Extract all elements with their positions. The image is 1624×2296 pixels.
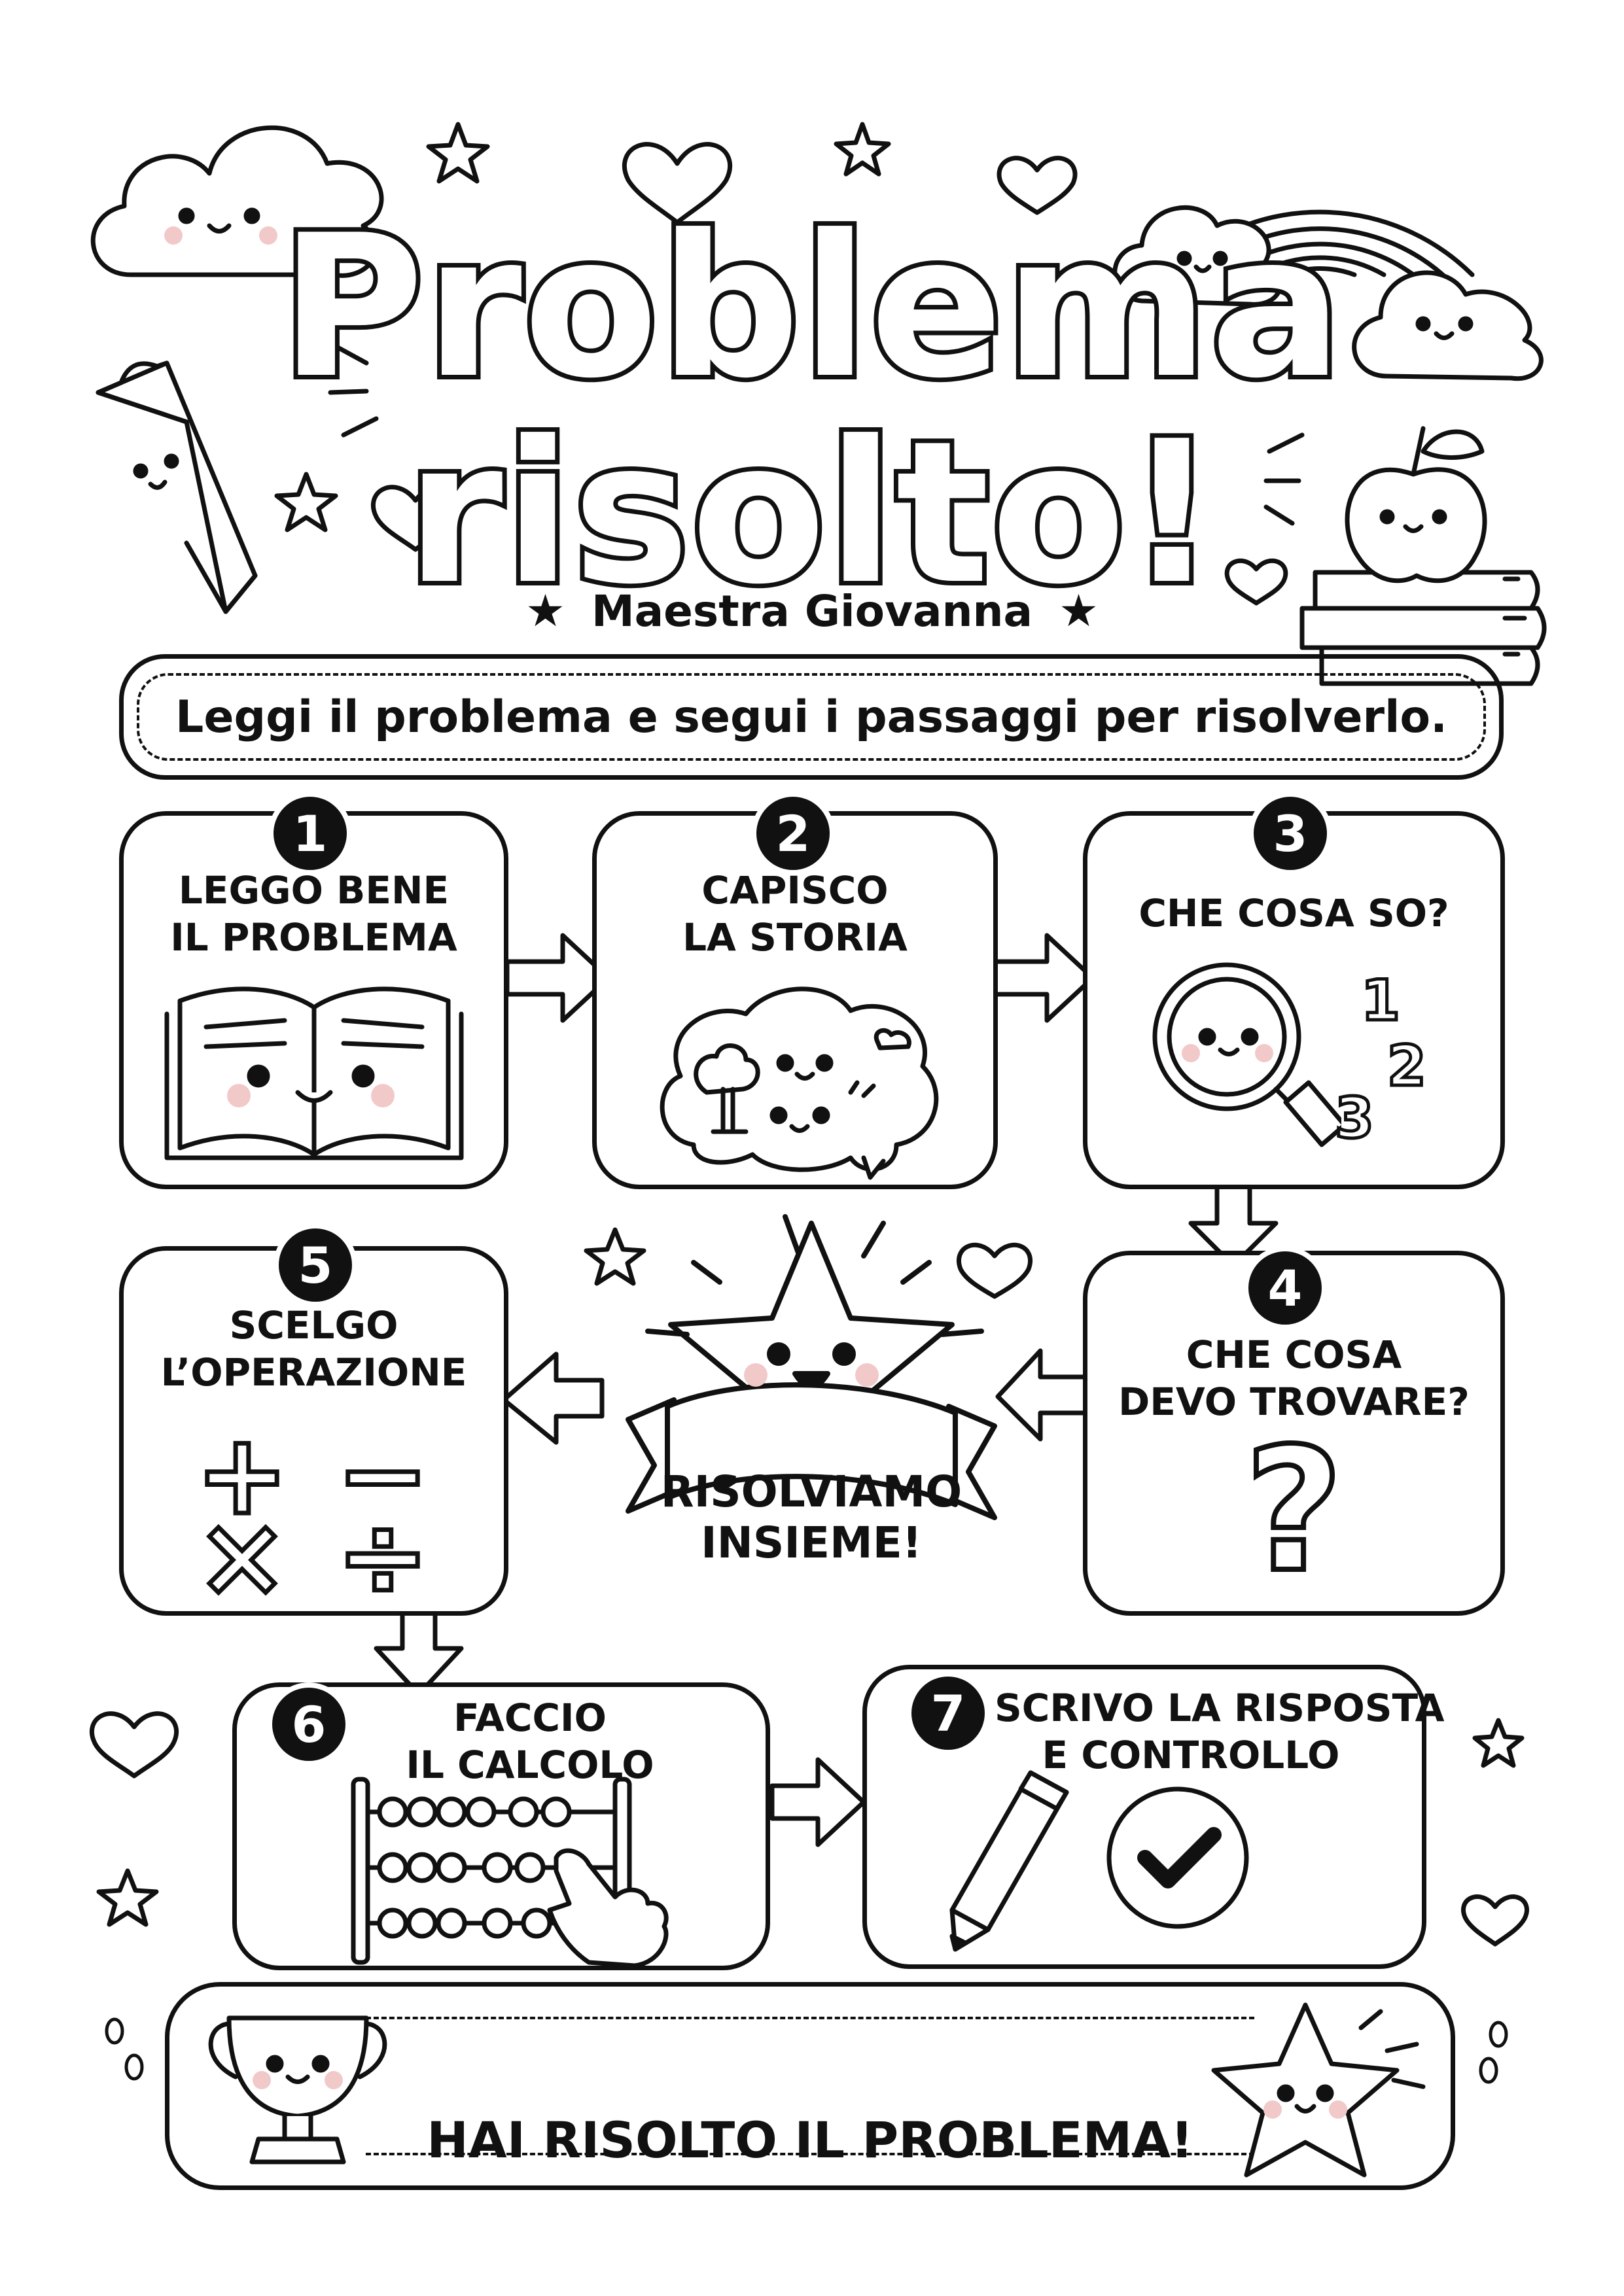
heart-icon — [957, 1242, 1033, 1299]
arrow-left-icon — [501, 1351, 605, 1445]
step-3-label: CHE COSA SO? — [1139, 891, 1449, 935]
smiling-star-icon — [1211, 2002, 1426, 2178]
step-4-label: CHE COSA DEVO TROVARE? — [1118, 1332, 1470, 1424]
instruction-banner: Leggi il problema e segui i passaggi per… — [119, 654, 1504, 780]
known-number-2: 2 — [1386, 1032, 1428, 1101]
step-4-number: 4 — [1243, 1246, 1327, 1330]
arrow-left-icon — [995, 1348, 1089, 1442]
star-mascot-icon — [626, 1214, 997, 1520]
star-icon — [96, 1868, 159, 1927]
step-2-label: CAPISCO LA STORIA — [682, 868, 908, 960]
arrow-down-icon — [374, 1607, 464, 1697]
pencil-icon — [96, 360, 258, 614]
step-1-number: 1 — [268, 791, 352, 875]
star-icon — [834, 122, 891, 177]
cloud-icon — [1112, 205, 1283, 307]
plus-icon: + — [193, 1410, 291, 1540]
magnifying-glass-icon — [1152, 962, 1341, 1147]
step-6-label: FACCIO IL CALCOLO — [406, 1696, 654, 1787]
instruction-text: Leggi il problema e segui i passaggi per… — [175, 691, 1447, 743]
star-icon — [274, 472, 338, 532]
arrow-right-icon — [992, 933, 1095, 1023]
author-line: ★ Maestra Giovanna ★ — [0, 585, 1624, 637]
times-icon: × — [193, 1492, 291, 1622]
heart-icon — [997, 156, 1078, 215]
thought-cloud-icon — [660, 986, 939, 1180]
heart-icon — [1461, 1894, 1529, 1947]
cloud-icon — [1352, 270, 1544, 381]
apple-icon — [1345, 426, 1487, 583]
title-line-1: Problema — [275, 193, 1347, 421]
cloud-icon — [90, 125, 384, 278]
star-icon: ★ — [525, 585, 565, 637]
step-7-label: SCRIVO LA RISPOSTA E CONTROLLO — [995, 1686, 1445, 1777]
final-banner: HAI RISOLTO IL PROBLEMA! — [165, 1982, 1455, 2190]
step-5-card — [119, 1246, 508, 1616]
step-6-number: 6 — [267, 1682, 351, 1766]
trophy-icon — [208, 2015, 387, 2165]
heart-icon — [89, 1711, 179, 1779]
step-2-number: 2 — [751, 791, 835, 875]
star-icon — [1472, 1718, 1525, 1768]
arrow-right-icon — [504, 933, 611, 1023]
minus-icon: − — [334, 1410, 431, 1540]
center-banner-text: RISOLVIAMO INSIEME! — [660, 1467, 962, 1568]
open-book-icon — [164, 986, 464, 1160]
step-3-number: 3 — [1248, 791, 1332, 875]
known-number-1: 1 — [1360, 967, 1402, 1035]
step-1-label: LEGGO BENE IL PROBLEMA — [170, 868, 457, 960]
step-7-number: 7 — [906, 1671, 990, 1755]
author-name: Maestra Giovanna — [591, 586, 1033, 636]
star-icon: ★ — [1059, 585, 1099, 637]
pencil-and-check-icon — [949, 1770, 1249, 1952]
heart-icon — [370, 485, 461, 552]
title-line-2: risolto! — [402, 399, 1222, 627]
known-number-3: 3 — [1333, 1085, 1376, 1153]
checkmark-icon — [1137, 1827, 1222, 1888]
heart-icon — [1224, 558, 1288, 606]
check-circle-icon — [1106, 1786, 1249, 1929]
abacus-icon — [351, 1777, 669, 1968]
star-icon — [584, 1227, 646, 1286]
arrow-right-icon — [769, 1757, 866, 1847]
question-mark-icon: ? — [1242, 1412, 1346, 1610]
heart-icon — [622, 142, 733, 225]
step-5-number: 5 — [274, 1223, 357, 1307]
final-banner-text: HAI RISOLTO IL PROBLEMA! — [427, 2111, 1193, 2169]
star-icon — [426, 122, 490, 184]
divide-icon: ÷ — [334, 1492, 431, 1622]
step-5-label: SCELGO L’OPERAZIONE — [160, 1303, 467, 1395]
